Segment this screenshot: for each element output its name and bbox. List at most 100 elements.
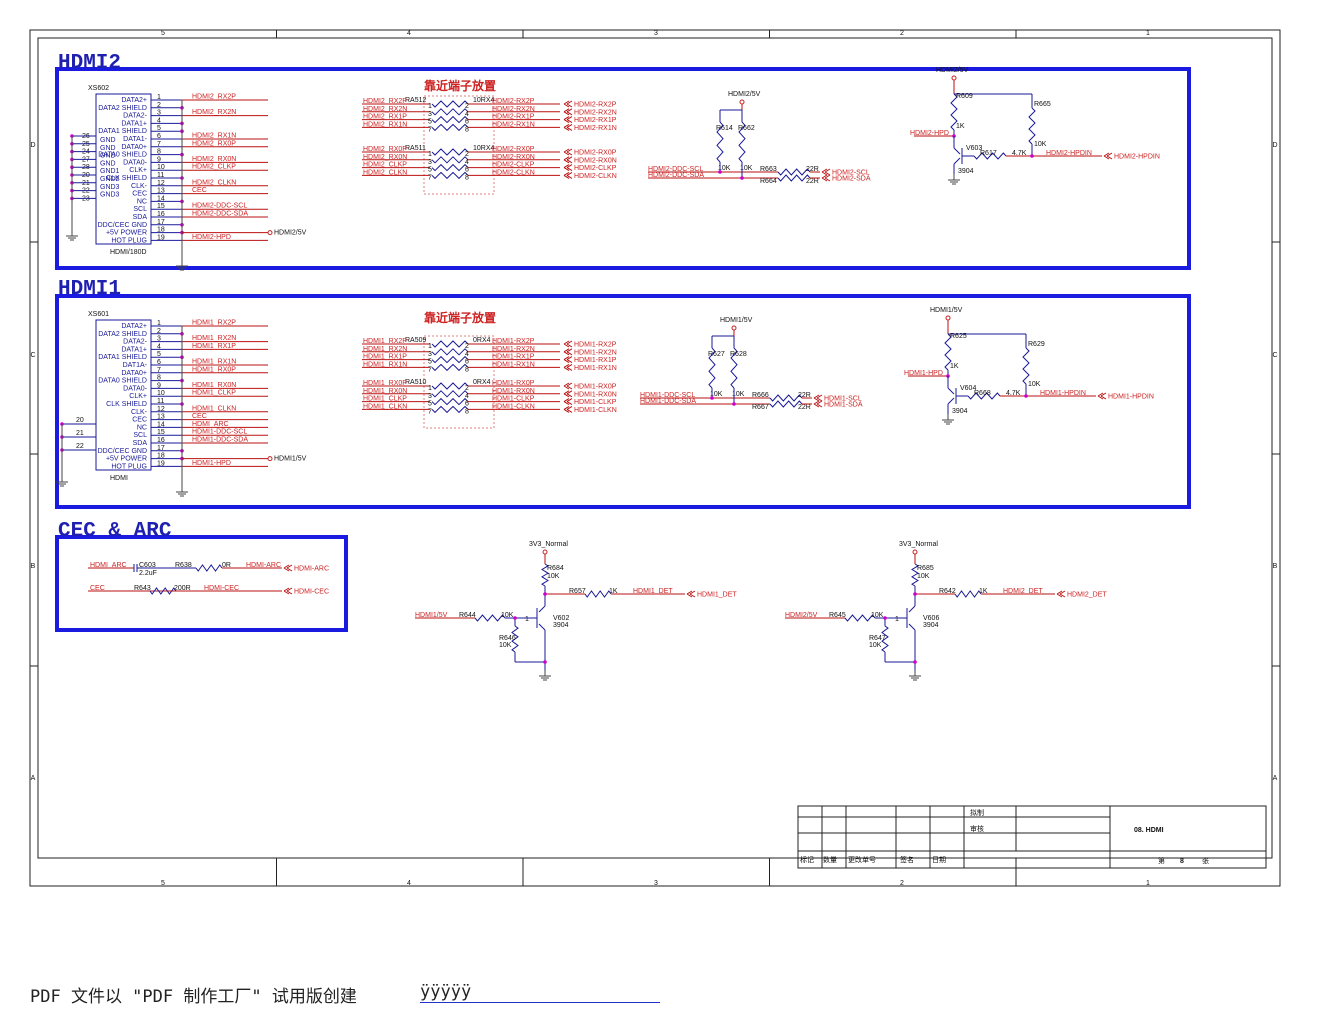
connector-pin-name: DATA2- — [123, 113, 148, 120]
pdf-watermark-footer: PDF 文件以 "PDF 制作工厂" 试用版创建 — [30, 987, 357, 1007]
array-pin-number: 4 — [465, 159, 469, 166]
signal-arrow — [563, 390, 573, 398]
pin-number: 1 — [895, 616, 899, 623]
array-port-label: HDMI2-RX2P — [574, 102, 617, 109]
sheet-number: 8 — [1180, 858, 1184, 865]
pin-net-label: HDMI2_RX2N — [192, 109, 236, 116]
connector-pin-name: NC — [137, 198, 147, 205]
pin-number: 7 — [157, 141, 161, 148]
hpd-resistor-ref: R625 — [950, 333, 967, 340]
pin-net-label: CEC — [192, 187, 207, 194]
pin-net-label: HDMI1_RX1N — [192, 359, 236, 366]
connector-part: HDMI/180D — [110, 249, 147, 256]
hpd-power-label: HDMI1/5V — [930, 307, 963, 314]
resistor-array-ref: RA512 — [405, 97, 427, 104]
array-out-net: HDMI2-RX0P — [492, 146, 535, 153]
title-block — [797, 805, 1267, 869]
signal-arrow — [813, 394, 823, 402]
connector-pin-name: CLK+ — [129, 393, 147, 400]
array-pin-number: 7 — [428, 126, 432, 133]
resistor-symbol — [911, 563, 919, 587]
signal-arrow — [563, 356, 573, 364]
pin-net-label: HDMI2_CLKP — [192, 164, 236, 171]
resistor-array-value: 0RX4 — [473, 337, 491, 344]
resistor-symbol — [431, 348, 469, 356]
hpd-resistor-value: 1K — [956, 123, 965, 130]
pin-number: 8 — [157, 375, 161, 382]
pin-number: 13 — [157, 188, 165, 195]
hpd-resistor-value: 10K — [1034, 141, 1047, 148]
det-series-ref: R657 — [569, 588, 586, 595]
signal-arrow — [1056, 590, 1066, 598]
pin-number: 19 — [157, 460, 165, 467]
arc-port-label: HDMI-ARC — [294, 566, 329, 573]
grid-row-label: C — [30, 352, 35, 359]
pin-number: 15 — [157, 429, 165, 436]
pin-number: 18 — [157, 453, 165, 460]
transistor-collector — [538, 605, 546, 613]
array-out-net: HDMI2-CLKP — [492, 162, 535, 169]
array-port-label: HDMI1-CLKP — [574, 399, 617, 406]
pdf-watermark-link[interactable]: ÿÿÿÿÿ — [420, 982, 660, 1003]
hdmi2-section-title: HDMI2 — [58, 52, 121, 75]
array-pin-number: 4 — [465, 393, 469, 400]
transistor-ref: V602 — [553, 615, 569, 622]
array-in-net: HDMI2_RX2N — [363, 106, 407, 113]
ddc-series-ref: R663 — [760, 166, 777, 173]
pin-net-label: HDMI1_CLKN — [192, 405, 236, 412]
resistor-symbol — [769, 394, 803, 402]
transistor-value: 3904 — [923, 622, 939, 629]
ddc-port-label: HDMI2-SCL — [832, 170, 870, 177]
transistor-collector — [908, 605, 916, 613]
ddc-series-ref: R664 — [760, 178, 777, 185]
hpd-port-label: HDMI1-HPDIN — [1108, 394, 1154, 401]
transistor-value: 3904 — [553, 622, 569, 629]
pin-net-label: HDMI1_RX0P — [192, 366, 236, 373]
pin-net-label: HDMI1_RX2N — [192, 335, 236, 342]
signal-arrow — [563, 123, 573, 131]
det-resistor-ref: R684 — [547, 565, 564, 572]
connector-pin-name: NC — [137, 424, 147, 431]
array-pin-number: 3 — [428, 351, 432, 358]
junction-dot — [1030, 154, 1034, 158]
pin-number: 15 — [157, 203, 165, 210]
hpd-series-ref: R668 — [974, 390, 991, 397]
connector-pin-name: SDA — [133, 440, 148, 447]
det-power-label: 3V3_Normal — [529, 541, 568, 548]
array-pin-number: 2 — [465, 343, 469, 350]
ddc-port-label: HDMI2-SDA — [832, 176, 871, 183]
cec-in-net: CEC — [90, 585, 105, 592]
gnd-pin-number: 22 — [76, 443, 84, 450]
pin-number: 9 — [157, 156, 161, 163]
connector-gnd-pin: GND — [100, 160, 116, 167]
det-power-port — [912, 549, 918, 555]
array-port-label: HDMI2-RX1N — [574, 125, 617, 132]
transistor-ref: V606 — [923, 615, 939, 622]
ddc-series-value: 22R — [798, 404, 811, 411]
drawn-by-label: 拟制 — [970, 808, 984, 817]
signal-arrow — [563, 348, 573, 356]
ddc-resistor-value: 10K — [732, 391, 745, 398]
connector-ref: XS601 — [88, 311, 109, 318]
det-net: HDMI2_DET — [1003, 588, 1043, 595]
array-pin-number: 1 — [428, 151, 432, 158]
connector-pin-name: DDC/CEC GND — [98, 448, 147, 455]
connector-pin-name: DDC/CEC GND — [98, 222, 147, 229]
ddc-series-ref: R666 — [752, 392, 769, 399]
array-out-net: HDMI2-RX0N — [492, 154, 535, 161]
resistor-symbol — [541, 563, 549, 587]
signal-arrow — [821, 168, 831, 176]
ddc-port-label: HDMI1-SDA — [824, 402, 863, 409]
array-pin-number: 6 — [465, 401, 469, 408]
connector-pin-name: CEC — [132, 417, 147, 424]
resistor-symbol — [431, 108, 469, 116]
cec-resistor-ref: R643 — [134, 585, 151, 592]
resistor-symbol — [149, 587, 177, 595]
connector-pin-name: SCL — [133, 206, 147, 213]
det-series-value: 1K — [979, 588, 988, 595]
signal-arrow — [283, 564, 293, 572]
hpd-series-value: 4.7K — [1006, 390, 1021, 397]
hpd-resistor-ref: R665 — [1034, 101, 1051, 108]
array-in-net: HDMI1_CLKP — [363, 396, 407, 403]
array-in-net: HDMI1_RX2P — [363, 338, 407, 345]
